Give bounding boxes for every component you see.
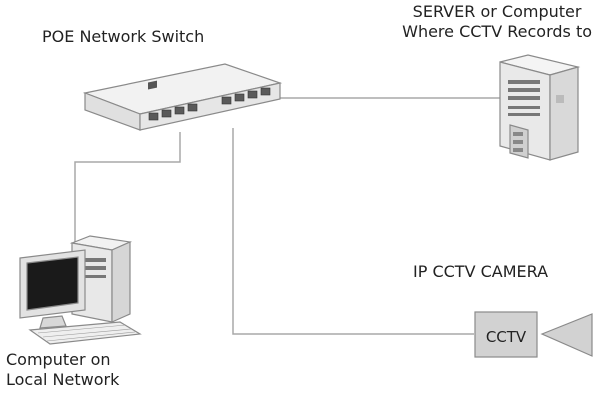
switch-to-computer-line <box>74 132 181 248</box>
cctv-camera-icon <box>474 311 593 358</box>
server-icon <box>499 54 581 161</box>
pc-label-line2: Local Network <box>6 370 120 389</box>
connection-lines <box>74 97 500 335</box>
switch-to-camera-line <box>232 128 474 335</box>
desktop-computer-icon <box>19 235 142 345</box>
server-label: SERVER or Computer Where CCTV Records to <box>402 2 592 42</box>
poe-switch-icon <box>82 63 283 131</box>
pc-label: Computer on Local Network <box>6 350 119 390</box>
server-label-line2: Where CCTV Records to <box>402 22 592 41</box>
cctv-box-label: CCTV <box>485 328 527 346</box>
camera-label: IP CCTV CAMERA <box>413 262 549 281</box>
switch-label: POE Network Switch <box>42 27 205 46</box>
server-label-line1: SERVER or Computer <box>412 2 582 21</box>
pc-label-line1: Computer on <box>6 350 111 369</box>
